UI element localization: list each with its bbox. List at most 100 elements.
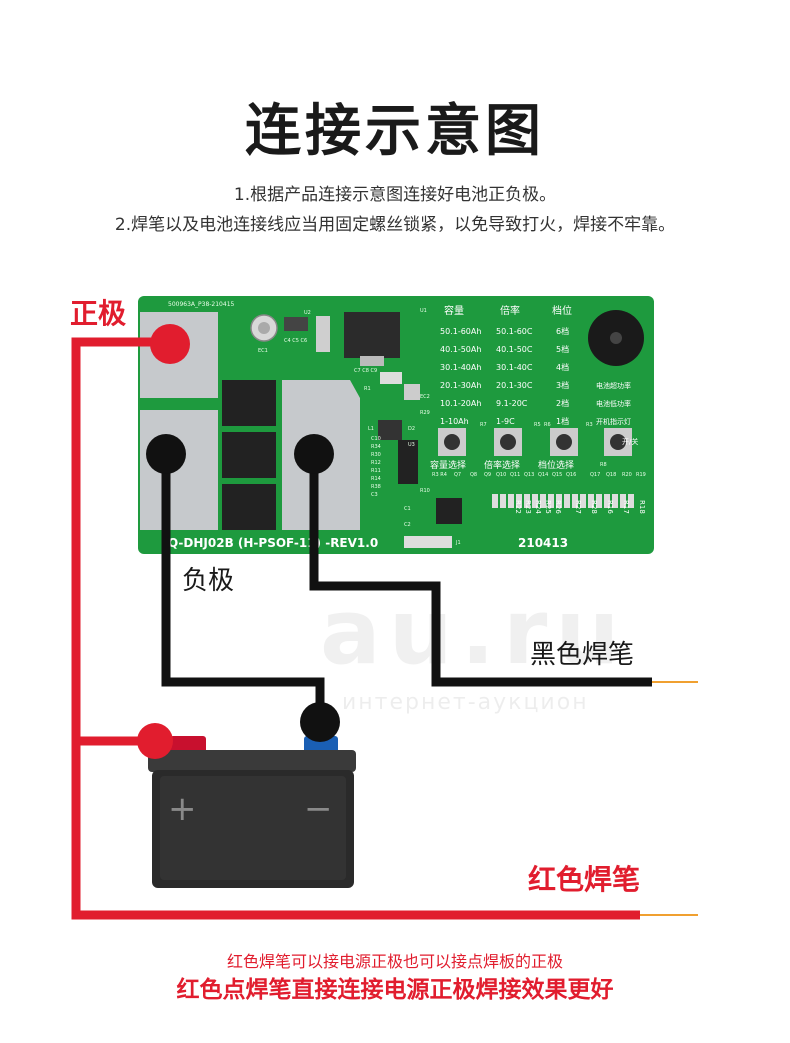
rate-item: 1-9C	[496, 417, 515, 426]
rate-item: 20.1-30C	[496, 381, 533, 390]
bottom-note-2: 红色点焊笔直接连接电源正极焊接效果更好	[176, 977, 614, 1003]
button-label: 倍率选择	[484, 459, 520, 471]
indicator-item: 电池超功率	[596, 381, 631, 390]
negative-label: 负极	[182, 566, 235, 596]
button-label: 档位选择	[538, 459, 574, 471]
capacity-item: 10.1-20Ah	[440, 399, 481, 408]
silk-label: Q9	[484, 472, 491, 478]
regulator-u1	[344, 312, 400, 358]
silk-label: Q13	[524, 472, 534, 478]
silk-label: R19	[636, 472, 646, 478]
battery-minus-sign: −	[304, 789, 333, 829]
silk-label: R12	[371, 460, 381, 466]
silk-label: EC1	[258, 348, 268, 354]
silk-label: R22	[514, 500, 522, 514]
rate-item: 40.1-50C	[496, 345, 533, 354]
positive-connection-point	[150, 324, 190, 364]
silk-label: Q17	[590, 472, 600, 478]
negative-pad-left	[140, 410, 218, 530]
silk-label: Q14	[538, 472, 548, 478]
silk-label: R24	[534, 500, 542, 514]
board-model: Q-DHJ02B (H-PSOF-11) -REV1.0	[168, 536, 378, 550]
level-item: 4档	[556, 362, 569, 372]
watermark-sub: интернет-аукцион	[342, 690, 589, 715]
indicator-item: 开机指示灯	[596, 417, 631, 426]
silk-label: U1	[420, 308, 427, 314]
silk-label: C2	[404, 522, 411, 528]
silk-label: R16	[606, 500, 614, 514]
mosfet-2	[222, 432, 276, 478]
red-pen-label: 红色焊笔	[528, 863, 641, 896]
red-wire-main	[71, 337, 640, 920]
resistor-row	[492, 494, 634, 508]
silk-label: D2	[408, 426, 415, 432]
watermark: au.ru	[320, 580, 628, 685]
silk-label: J1	[455, 540, 461, 546]
battery: + −	[148, 736, 356, 888]
rate-item: 30.1-40C	[496, 363, 533, 372]
button-labels: 容量选择 倍率选择 档位选择	[430, 459, 574, 471]
mosfet-1	[222, 380, 276, 426]
note-line-1: 1.根据产品连接示意图连接好电池正负极。	[233, 185, 557, 205]
silk-label: C3	[371, 492, 378, 498]
silk-label: R18	[638, 500, 646, 514]
connector-j1	[404, 536, 452, 548]
level-item: 3档	[556, 380, 569, 390]
header-u2	[316, 316, 330, 352]
mosfet-3	[222, 484, 276, 530]
capacitor-ec2	[404, 384, 420, 400]
capacity-item: 40.1-50Ah	[440, 345, 481, 354]
rate-item: 9.1-20C	[496, 399, 528, 408]
indicator-list: 电池超功率 电池低功率 开机指示灯 开/关	[596, 381, 638, 446]
silk-label: R29	[420, 410, 430, 416]
negative-connection-point-left	[146, 434, 186, 474]
chip-u3	[378, 420, 402, 440]
silk-label: Q7	[454, 472, 461, 478]
vertical-resistor-labels: R18 R17 R16 R28 R27 R26 R25 R24 R23 R22	[514, 500, 646, 514]
silk-label: C1	[404, 506, 411, 512]
silk-label: R38	[371, 484, 381, 490]
battery-negative-connection-point	[300, 702, 340, 742]
microcontroller	[436, 498, 462, 524]
black-wire-pen	[309, 454, 652, 687]
silkscreen-designators: U2 EC1 C4 C5 C6 U1 C7 C8 C9 R1 EC2 R29 L…	[258, 308, 646, 546]
silk-label: R34	[371, 444, 381, 450]
level-item: 6档	[556, 326, 569, 336]
black-pen-label: 黑色焊笔	[530, 640, 635, 670]
rate-list: 50.1-60C 40.1-50C 30.1-40C 20.1-30C 9.1-…	[496, 327, 533, 426]
silk-label: U3	[408, 442, 415, 448]
level-list: 6档 5档 4档 3档 2档 1档	[556, 326, 569, 426]
silk-label: R6	[544, 422, 551, 428]
silk-label: Q18	[606, 472, 616, 478]
silk-label: Q11	[510, 472, 520, 478]
silk-label: R14	[371, 476, 381, 482]
silk-label: R10	[420, 488, 430, 494]
capacity-item: 1-10Ah	[440, 417, 469, 426]
silk-label: R5	[534, 422, 541, 428]
silk-label: C10	[371, 436, 381, 442]
capacity-item: 50.1-60Ah	[440, 327, 481, 336]
indicator-item: 开/关	[622, 437, 638, 446]
capacity-list: 50.1-60Ah 40.1-50Ah 30.1-40Ah 20.1-30Ah …	[440, 327, 481, 426]
silk-label: R7	[480, 422, 487, 428]
bottom-note-1: 红色焊笔可以接电源正极也可以接点焊板的正极	[226, 952, 563, 971]
silk-label: Q15	[552, 472, 562, 478]
silk-label: R25	[544, 500, 552, 514]
silk-label: R26	[554, 500, 562, 514]
silk-label: EC2	[420, 394, 430, 400]
board-date-code: 210413	[518, 536, 568, 550]
page-title: 连接示意图	[245, 99, 545, 164]
silk-label: R1	[364, 386, 371, 392]
silk-label: R28	[590, 500, 598, 514]
rate-item: 50.1-60C	[496, 327, 533, 336]
pcb-board: 500963A_P38-210415 Q-DHJ02B (H-PSOF-11) …	[138, 296, 654, 554]
silk-label: R27	[574, 500, 582, 514]
silk-label: Q16	[566, 472, 576, 478]
silk-label: R23	[524, 500, 532, 514]
silk-label: R3	[586, 422, 593, 428]
chip-c4	[284, 317, 308, 331]
silk-label: R3 R4	[432, 472, 447, 478]
battery-top	[148, 750, 356, 772]
silk-label: Q8	[470, 472, 477, 478]
